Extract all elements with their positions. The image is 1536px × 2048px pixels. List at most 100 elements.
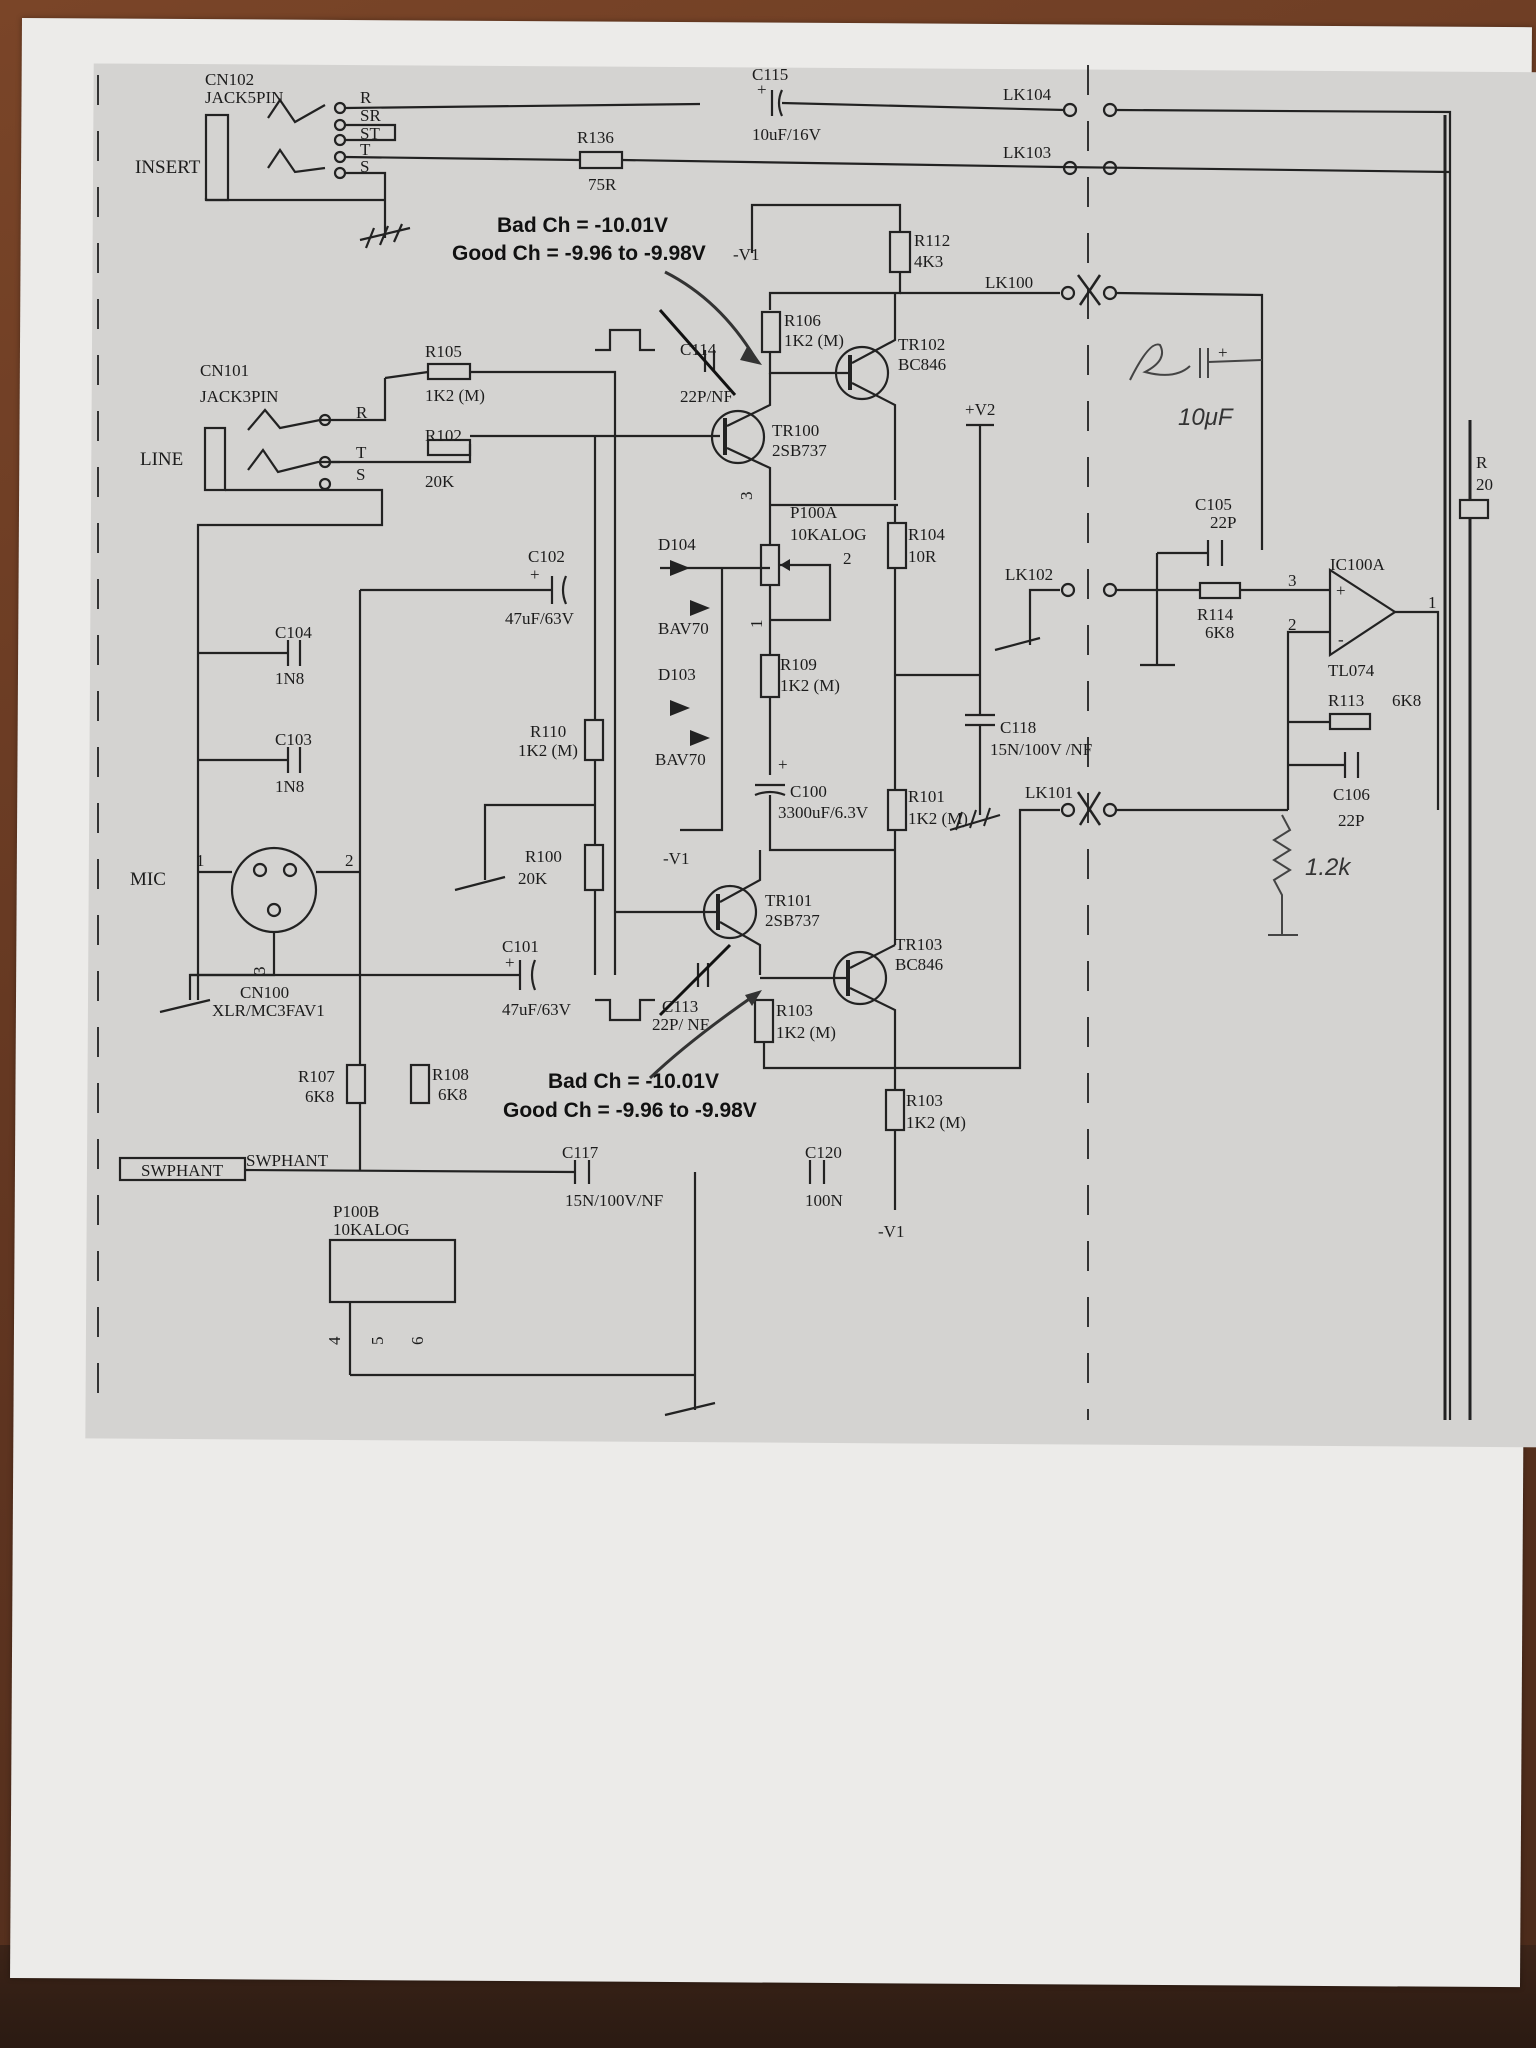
- ic100a-pin2: 2: [1288, 615, 1297, 634]
- xlr-connector: [230, 846, 318, 934]
- c100-value: 3300uF/6.3V: [778, 803, 869, 822]
- r106-wire: [768, 272, 902, 310]
- line-pin-t: T: [356, 443, 367, 462]
- r111-resistor: [426, 362, 472, 381]
- r111-ref: R105: [425, 342, 462, 361]
- lk102-contact-b: [1102, 582, 1118, 598]
- lk102-contact-a: [1060, 582, 1076, 598]
- insert-pin-t: T: [360, 140, 371, 159]
- xlr-pin3-label: 3: [250, 967, 269, 976]
- tr101-ref: TR101: [765, 891, 812, 910]
- diode-bias-wire: [680, 568, 724, 832]
- c101-ref: C101: [502, 937, 539, 956]
- d104-diode-2: [690, 600, 710, 616]
- r101-resistor: [753, 998, 775, 1044]
- tr103-type: BC846: [895, 955, 943, 974]
- c118-ref: C118: [1000, 718, 1036, 737]
- cn101-type: JACK3PIN: [200, 387, 278, 406]
- lk102-label: LK102: [1005, 565, 1053, 584]
- r114-value: 6K8: [305, 1087, 334, 1106]
- c102-plate-2: [561, 575, 568, 605]
- p100b-pin4: 4: [325, 1336, 344, 1345]
- r101-wire: [762, 935, 1022, 1070]
- tr101-emitter: [719, 921, 762, 975]
- r106-resistor: [888, 230, 912, 274]
- insert-pin-sr: SR: [360, 106, 381, 125]
- edge-label-20: 20: [1476, 475, 1493, 494]
- cn102-ref: CN102: [205, 70, 254, 89]
- p100a-ref: P100A: [790, 503, 838, 522]
- r105-ref: R106: [784, 311, 821, 330]
- r100-resistor: [886, 788, 908, 832]
- xlr-pin2-label: 2: [345, 851, 354, 870]
- r113-value: 6K8: [438, 1085, 467, 1104]
- c105-value: 22P: [1210, 513, 1236, 532]
- tr100-transistor: [710, 409, 766, 465]
- r111-left-wire: [384, 370, 429, 380]
- p100a-pin1: 1: [747, 620, 766, 629]
- lk101-contact-b: [1102, 802, 1118, 818]
- cn102-type: JACK5PIN: [205, 88, 283, 107]
- lk100-cut-mark-2: [1078, 274, 1102, 306]
- r110-ref: R100: [525, 847, 562, 866]
- r101-value: 1K2 (M): [776, 1023, 836, 1042]
- v2-label: +V2: [965, 400, 995, 419]
- line-pin-r: R: [356, 403, 368, 422]
- c113-removed-mark: [658, 943, 732, 1017]
- p100a-wiper-arrow: [780, 559, 790, 571]
- c118-value: 15N/100V /NF: [990, 740, 1092, 759]
- p100b-pin6: 6: [408, 1337, 427, 1346]
- c120-value: 100N: [805, 1191, 843, 1210]
- gnd-symbol-c118-b: [955, 811, 963, 831]
- cn100-type: XLR/MC3FAV1: [212, 1001, 325, 1020]
- lk103-contact-a: [1062, 160, 1078, 176]
- insert-return-wire: [621, 158, 1451, 174]
- r107-ref: R114: [1197, 605, 1234, 624]
- c105-ref: C105: [1195, 495, 1232, 514]
- mic-gnd-symbol: [159, 998, 211, 1014]
- d104-type: BAV70: [658, 619, 709, 638]
- c100-plus: +: [778, 755, 788, 774]
- tr103-emitter: [849, 987, 897, 1090]
- lk104-label: LK104: [1003, 85, 1052, 104]
- gnd-symbol-c118-d: [983, 807, 991, 827]
- c100-ref: C100: [790, 782, 827, 801]
- r110-gnd-symbol: [454, 875, 506, 892]
- r110-gnd-wire: [483, 803, 595, 880]
- c103-value: 1N8: [275, 777, 304, 796]
- c101-value: 47uF/63V: [502, 1000, 572, 1019]
- bottom-gnd-symbol: [664, 1401, 716, 1417]
- bottom-good-channel-note: Good Ch = -9.96 to -9.98V: [503, 1099, 757, 1122]
- line-pin-s: S: [356, 465, 365, 484]
- lk103-contact-b: [1102, 160, 1118, 176]
- c101-plate-2: [530, 959, 537, 991]
- r104-value: 1K2 (M): [780, 676, 840, 695]
- edge-label-r: R: [1476, 453, 1488, 472]
- handwritten-1-2k: 1.2k: [1305, 854, 1352, 881]
- cn100-ref: CN100: [240, 983, 289, 1002]
- insert-jack-cn102: [204, 98, 701, 249]
- c115-capacitor: [770, 89, 1066, 117]
- lk100-contact-b: [1102, 285, 1118, 301]
- insert-pin-r: R: [360, 88, 372, 107]
- square-wave-top: [595, 328, 655, 352]
- r112-ref: R102: [425, 426, 462, 445]
- bottom-note-arrow: [648, 993, 756, 1080]
- c114-ref: C114: [680, 340, 717, 359]
- handwritten-cap-wire: [1207, 359, 1263, 363]
- c114-value: 22P/NF: [680, 387, 733, 406]
- top-note-rail: -V1: [733, 245, 759, 264]
- r136-resistor: [578, 150, 624, 170]
- insert-pin-s: S: [360, 157, 369, 176]
- swphant-net-label: SWPHANT: [246, 1151, 329, 1170]
- handwritten-resistor-squiggle: [1129, 343, 1191, 381]
- lk101-cut-mark-2: [1078, 791, 1102, 826]
- lk101-contact-a: [1060, 802, 1076, 818]
- lk102-gnd-symbol: [994, 636, 1041, 652]
- d104-diode: [670, 560, 690, 576]
- xlr-pin-hole-3: [266, 902, 282, 918]
- ic100a-minus: -: [1338, 630, 1344, 649]
- d103-type: BAV70: [655, 750, 706, 769]
- r108-resistor: [1328, 712, 1372, 731]
- ic100a-type: TL074: [1328, 661, 1375, 680]
